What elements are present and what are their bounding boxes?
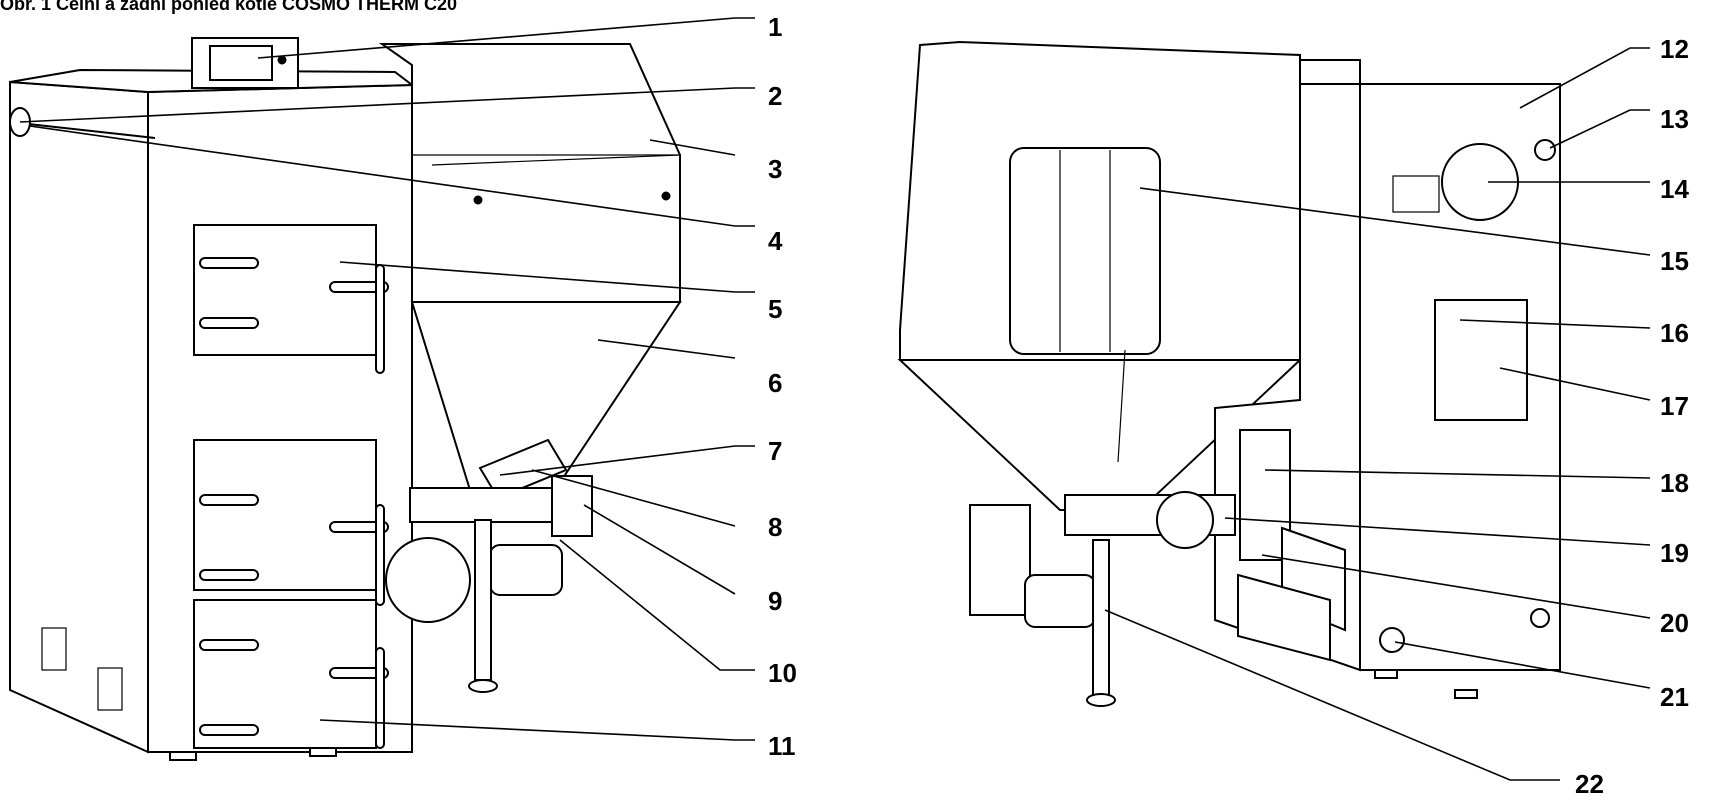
label-21: 21 [1660, 682, 1689, 712]
leader-lines-front [19, 17, 755, 741]
lid-latch [661, 191, 671, 201]
foot [309, 747, 337, 757]
boiler-side-panel [9, 80, 149, 754]
number-labels: 1 2 3 4 5 6 7 8 9 10 11 12 13 14 15 16 1… [768, 12, 1689, 799]
label-3: 3 [768, 154, 782, 184]
rear-leg-foot [1086, 693, 1116, 707]
rear-foot [1454, 689, 1478, 699]
rear-fan [1156, 491, 1214, 549]
water-tank [1009, 147, 1161, 355]
label-19: 19 [1660, 538, 1689, 568]
middle-door [193, 439, 377, 591]
side-vent [97, 667, 123, 711]
leader-lines-rear [1104, 47, 1651, 781]
label-14: 14 [1660, 174, 1689, 204]
label-9: 9 [768, 586, 782, 616]
label-17: 17 [1660, 391, 1689, 421]
rear-top-block [1299, 59, 1361, 85]
feeder-leg [474, 519, 492, 681]
leg-foot [468, 679, 498, 693]
feeder-motor [489, 544, 563, 596]
control-display [209, 45, 273, 81]
rear-feeder-leg [1092, 539, 1110, 696]
label-6: 6 [768, 368, 782, 398]
fuel-hopper [378, 43, 681, 303]
label-7: 7 [768, 436, 782, 466]
fan [385, 537, 471, 623]
foot [169, 751, 197, 761]
label-4: 4 [768, 226, 783, 256]
label-15: 15 [1660, 246, 1689, 276]
electrical-box [1434, 299, 1528, 421]
label-22: 22 [1575, 769, 1604, 799]
side-vent [41, 627, 67, 671]
label-13: 13 [1660, 104, 1689, 134]
label-1: 1 [768, 12, 782, 42]
tank-hose [1117, 349, 1126, 463]
rear-view [897, 40, 1561, 707]
rear-plate [1392, 175, 1440, 213]
label-5: 5 [768, 294, 782, 324]
hopper-lid-edge [431, 154, 681, 166]
label-20: 20 [1660, 608, 1689, 638]
lid-latch [473, 195, 483, 205]
label-12: 12 [1660, 34, 1689, 64]
label-11: 11 [768, 731, 796, 761]
rear-feeder-motor [1024, 574, 1096, 628]
supply-connection [1379, 627, 1405, 653]
cleaning-rod [9, 121, 156, 139]
label-8: 8 [768, 512, 782, 542]
label-2: 2 [768, 81, 782, 111]
figure-caption: Obr. 1 Čelní a zadní pohled kotle COSMO … [0, 0, 458, 14]
rear-foot [1374, 669, 1398, 679]
label-16: 16 [1660, 318, 1689, 348]
label-10: 10 [768, 658, 797, 688]
door-handles [199, 257, 389, 749]
rear-gearbox [969, 504, 1031, 616]
front-view [9, 37, 682, 761]
drain-connection [1530, 608, 1550, 628]
label-18: 18 [1660, 468, 1689, 498]
ash-door [1237, 573, 1331, 662]
control-knob [277, 55, 287, 65]
return-connection [1534, 139, 1556, 161]
